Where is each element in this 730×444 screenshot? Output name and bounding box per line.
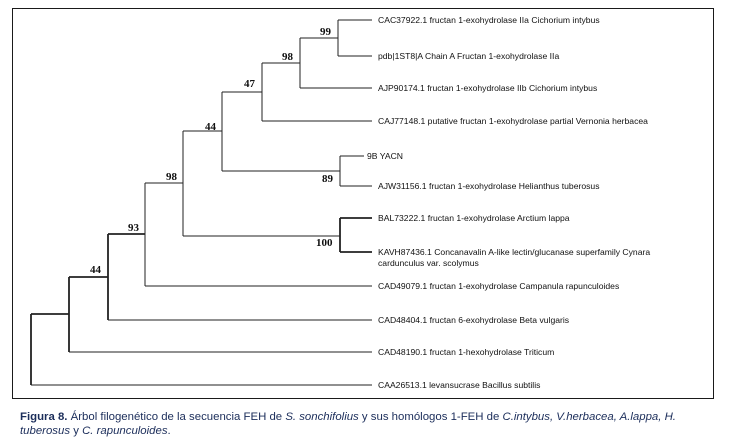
support-value: 98: [282, 51, 294, 63]
figure-caption: Figura 8. Árbol filogenético de la secue…: [20, 410, 720, 438]
leaf-label: KAVH87436.1 Concanavalin A-like lectin/g…: [378, 247, 650, 257]
support-value: 93: [128, 222, 140, 234]
support-values: 99 98 47 44 89 98 100 93 44: [90, 26, 334, 276]
caption-text: Árbol filogenético de la secuencia FEH d…: [67, 411, 286, 423]
tree-branches: [30, 19, 372, 386]
caption-prefix: Figura 8.: [20, 411, 68, 423]
support-value: 47: [244, 78, 256, 90]
support-value: 99: [320, 26, 332, 38]
caption-text: y: [70, 425, 83, 437]
caption-text: y sus homólogos 1-FEH de: [358, 411, 503, 423]
leaf-label: CAJ77148.1 putative fructan 1-exohydrola…: [378, 116, 648, 126]
support-value: 89: [322, 173, 334, 185]
leaf-label: AJP90174.1 fructan 1-exohydrolase IIb Ci…: [378, 83, 597, 93]
leaf-label-continuation: cardunculus var. scolymus: [378, 258, 479, 268]
leaf-label: CAA26513.1 levansucrase Bacillus subtili…: [378, 380, 540, 390]
support-value: 100: [316, 237, 333, 249]
leaf-label: CAD49079.1 fructan 1-exohydrolase Campan…: [378, 281, 619, 291]
support-value: 44: [90, 264, 102, 276]
support-value: 44: [205, 121, 217, 133]
leaf-label: CAD48190.1 fructan 1-hexohydrolase Triti…: [378, 347, 554, 357]
leaf-label: 9B YACN: [367, 151, 403, 161]
support-value: 98: [166, 171, 178, 183]
caption-text: .: [167, 425, 171, 437]
leaf-labels: CAC37922.1 fructan 1-exohydrolase IIa Ci…: [367, 15, 650, 390]
leaf-label: pdb|1ST8|A Chain A Fructan 1-exohydrolas…: [378, 51, 559, 61]
leaf-label: CAD48404.1 fructan 6-exohydrolase Beta v…: [378, 315, 569, 325]
caption-species: C. rapunculoides: [82, 425, 168, 437]
leaf-label: AJW31156.1 fructan 1-exohydrolase Helian…: [378, 181, 600, 191]
caption-species: C.intybus, V.herbacea, A.lappa, H. tuber…: [20, 411, 676, 437]
caption-species: S. sonchifolius: [285, 411, 359, 423]
leaf-label: CAC37922.1 fructan 1-exohydrolase IIa Ci…: [378, 15, 600, 25]
figure-frame: [12, 8, 714, 399]
leaf-label: BAL73222.1 fructan 1-exohydrolase Arctiu…: [378, 213, 570, 223]
